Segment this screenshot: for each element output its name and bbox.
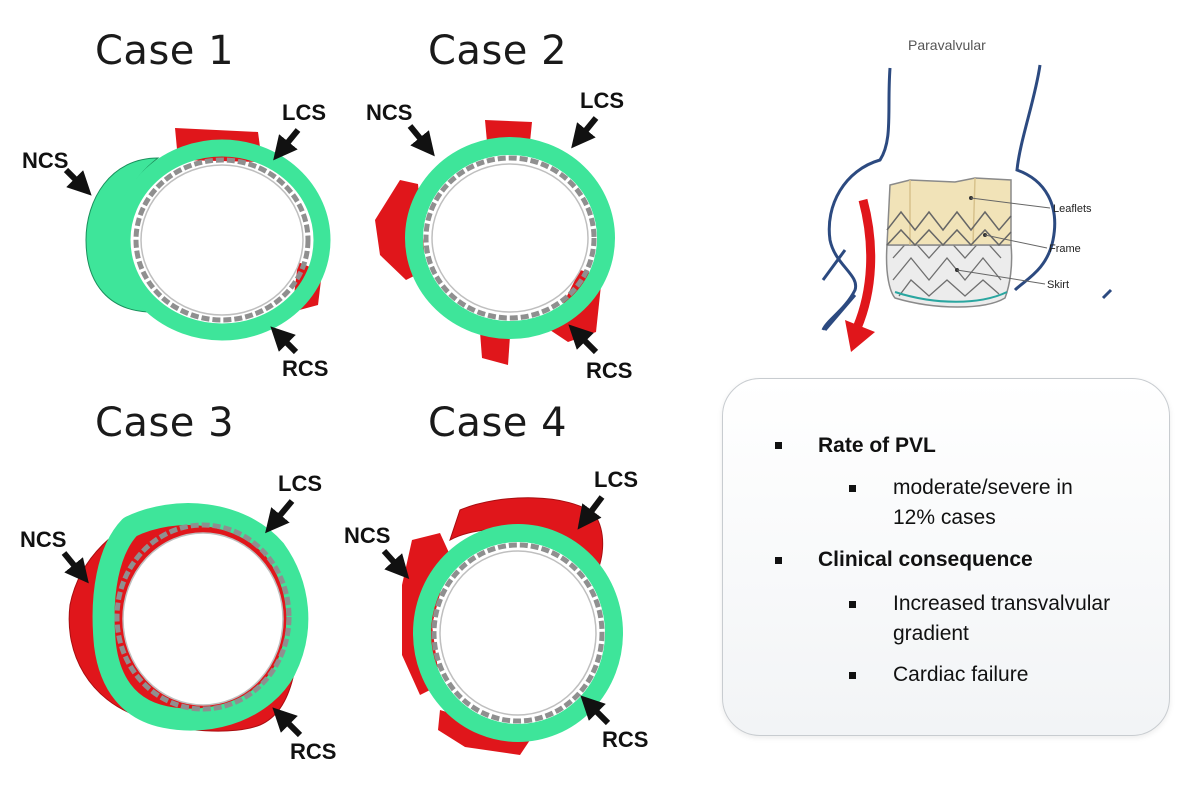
case-3-frame — [114, 522, 292, 712]
consequence-line-1: Increased transvalvular — [893, 592, 1111, 615]
case-1-lcs-arrow — [273, 128, 301, 161]
case-3-ncs-arrow — [61, 551, 89, 584]
case-4-ncs-label: NCS — [344, 523, 390, 548]
case-3-lcs-label: LCS — [278, 471, 322, 496]
case-4-figure: NCS LCS RCS — [344, 467, 648, 755]
cardiac-failure-item: Cardiac failure — [893, 663, 1029, 686]
case-2-ncs-label: NCS — [366, 100, 412, 125]
pvl-rate-line-2: 12% cases — [893, 506, 996, 529]
case-1-ncs-arrow — [63, 167, 92, 196]
case-3-green-ring — [92, 503, 309, 731]
skirt-label: Skirt — [1047, 279, 1069, 291]
info-box: Rate of PVL moderate/severe in 12% cases… — [722, 378, 1170, 736]
aortic-wall-left — [821, 67, 892, 331]
case-2-title: Case 2 — [428, 28, 568, 74]
case-2-ncs-arrow — [407, 124, 435, 157]
paravalvular-illustration: Paravalvular Leaflets Frame Skirt — [821, 37, 1113, 352]
case-1-ncs-label: NCS — [22, 148, 68, 173]
case-4-green-ring — [413, 524, 623, 742]
bullet-icon — [849, 485, 856, 492]
case-1-rcs-label: RCS — [282, 356, 328, 381]
case-2-rcs-label: RCS — [586, 358, 632, 383]
case-1-title: Case 1 — [95, 28, 235, 74]
case-2-rcs-arrow — [568, 324, 599, 355]
case-1-lcs-label: LCS — [282, 100, 326, 125]
case-3-ncs-label: NCS — [20, 527, 66, 552]
case-4-ncs-arrow — [381, 548, 410, 580]
case-2-red-patch — [485, 120, 532, 142]
leak-arrow — [852, 198, 876, 330]
case-4-lcs-label: LCS — [594, 467, 638, 492]
bullet-icon — [775, 442, 782, 449]
valve-frame — [886, 210, 1012, 247]
case-2-lcs-label: LCS — [580, 88, 624, 113]
paravalvular-title: Paravalvular — [908, 37, 986, 53]
case-2-red-patch — [480, 332, 510, 365]
case-2-frame — [423, 155, 597, 321]
consequence-line-2: gradient — [893, 622, 969, 645]
case-1-green-ring — [113, 139, 331, 341]
case-3-rcs-arrow — [272, 707, 303, 738]
case-4-rcs-arrow — [580, 695, 611, 726]
bullet-icon — [849, 601, 856, 608]
bullet-icon — [849, 672, 856, 679]
case-3-title: Case 3 — [95, 400, 235, 446]
case-2-figure: NCS LCS RCS — [366, 88, 632, 383]
case-4-lcs-arrow — [577, 495, 605, 530]
frame-label: Frame — [1049, 243, 1081, 255]
case-2-lcs-arrow — [571, 116, 599, 149]
case-1-rcs-arrow — [270, 326, 299, 355]
case-4-frame — [431, 542, 605, 724]
case-2-green-ring — [405, 137, 615, 339]
clinical-consequence-heading: Clinical consequence — [818, 548, 1033, 571]
case-4-rcs-label: RCS — [602, 727, 648, 752]
case-3-figure: NCS LCS RCS — [20, 471, 336, 764]
case-3-lcs-arrow — [265, 499, 295, 534]
rate-of-pvl-heading: Rate of PVL — [818, 434, 936, 457]
pvl-rate-line-1: moderate/severe in — [893, 476, 1073, 499]
case-1-figure: NCS LCS RCS — [22, 100, 331, 381]
leaflets-label: Leaflets — [1053, 203, 1092, 215]
valve-leaflets — [886, 177, 1012, 246]
case-4-title: Case 4 — [428, 400, 568, 446]
case-3-rcs-label: RCS — [290, 739, 336, 764]
aortic-wall-right — [1013, 64, 1057, 292]
case-1-frame — [133, 157, 311, 323]
bullet-icon — [775, 557, 782, 564]
